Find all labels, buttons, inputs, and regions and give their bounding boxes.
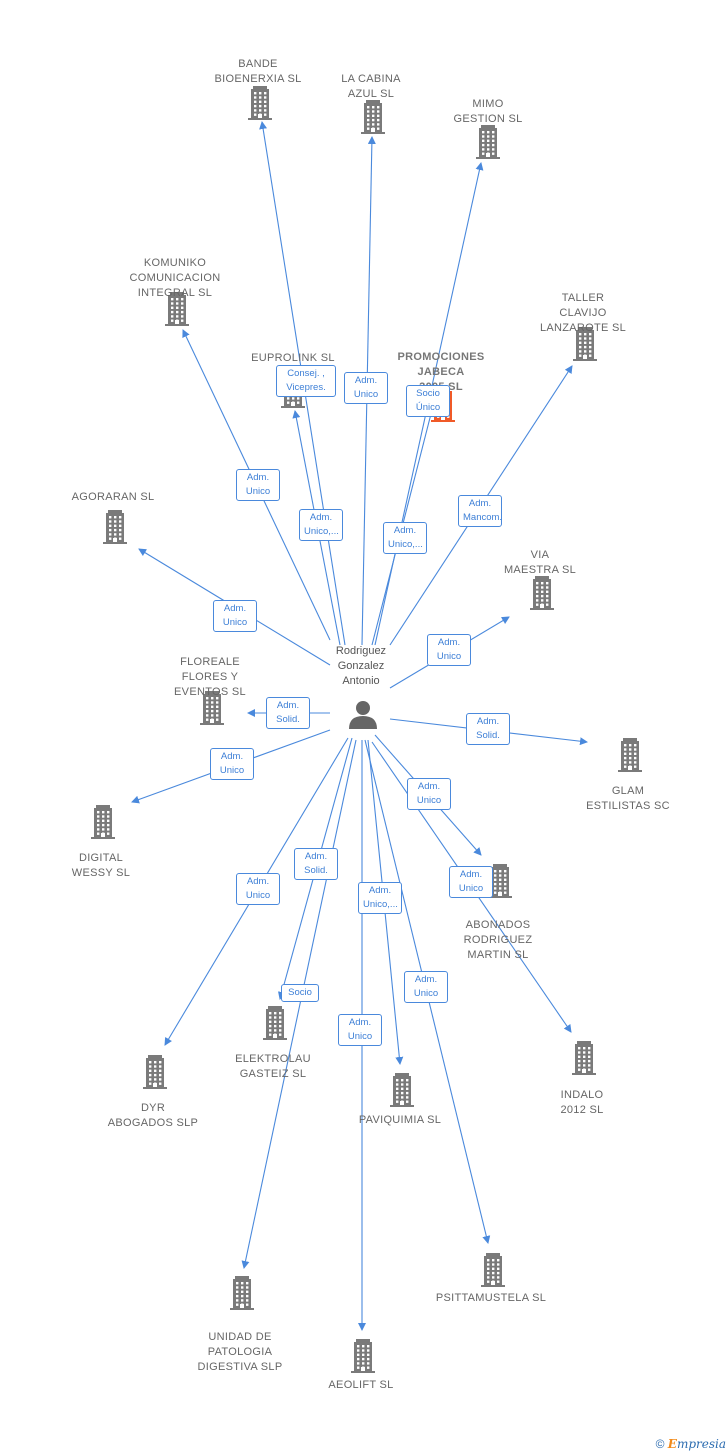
edge-unidad xyxy=(241,739,357,1269)
company-label-bande[interactable]: BANDE BIOENERXIA SL xyxy=(214,58,302,85)
company-label-indalo[interactable]: INDALO 2012 SL xyxy=(560,1089,604,1116)
copyright-symbol: © xyxy=(655,1437,665,1451)
person-icon[interactable] xyxy=(349,701,377,729)
building-icon-floreale[interactable] xyxy=(200,691,224,725)
relation-label-dyr[interactable]: Adm. Unico xyxy=(236,873,280,905)
company-label-eurolink[interactable]: EUPROLINK SL xyxy=(251,352,335,364)
relation-label-abonados[interactable]: Adm. Unico xyxy=(407,778,451,810)
relation-label-agoraran[interactable]: Adm. Unico xyxy=(213,600,257,632)
relation-label-mimo[interactable]: Socio Único xyxy=(406,385,450,417)
company-label-mimo[interactable]: MIMO GESTION SL xyxy=(453,98,523,125)
building-icon-dyr[interactable] xyxy=(143,1055,167,1089)
person-head xyxy=(356,701,370,715)
relation-label-indalo[interactable]: Adm. Unico xyxy=(449,866,493,898)
person-body xyxy=(349,716,377,729)
building-icon-indalo[interactable] xyxy=(572,1041,596,1075)
building-icon-aeolift[interactable] xyxy=(351,1339,375,1373)
company-label-via[interactable]: VIA MAESTRA SL xyxy=(503,549,577,576)
building-icon-abonados[interactable] xyxy=(488,864,512,898)
company-label-elektrolau[interactable]: ELEKTROLAU GASTEIZ SL xyxy=(235,1053,311,1080)
building-icon-psittamustela[interactable] xyxy=(481,1253,505,1287)
relation-label-glam[interactable]: Adm. Solid. xyxy=(466,713,510,745)
relation-label-floreale[interactable]: Adm. Solid. xyxy=(266,697,310,729)
building-icon-agoraran[interactable] xyxy=(103,510,127,544)
building-icon-bande[interactable] xyxy=(248,86,272,120)
company-label-paviquimia[interactable]: PAVIQUIMIA SL xyxy=(358,1114,442,1126)
company-label-agoraran[interactable]: AGORARAN SL xyxy=(71,491,155,503)
company-label-digital[interactable]: DIGITAL WESSY SL xyxy=(71,852,131,879)
company-label-jabeca[interactable]: PROMOCIONES JABECA 2005 SL xyxy=(397,351,485,393)
relation-label-psittamustela[interactable]: Adm. Unico xyxy=(404,971,448,1003)
relation-label-paviquimia[interactable]: Adm. Unico,... xyxy=(358,882,402,914)
company-label-taller[interactable]: TALLER CLAVIJO LANZAROTE SL xyxy=(539,292,627,334)
relation-label-aeolift[interactable]: Adm. Unico xyxy=(338,1014,382,1046)
relation-label-jabeca[interactable]: Adm. Unico,... xyxy=(383,522,427,554)
building-icon-komuniko[interactable] xyxy=(165,292,189,326)
person-name[interactable]: Rodriguez Gonzalez Antonio xyxy=(335,645,387,687)
relation-label-unidad[interactable]: Socio xyxy=(281,984,319,1002)
building-icon-mimo[interactable] xyxy=(476,125,500,159)
building-icon-glam[interactable] xyxy=(618,738,642,772)
relation-label-taller[interactable]: Adm. Mancom. xyxy=(458,495,502,527)
company-label-unidad[interactable]: UNIDAD DE PATOLOGIA DIGESTIVA SLP xyxy=(197,1331,283,1373)
building-icon-taller[interactable] xyxy=(573,327,597,361)
company-label-dyr[interactable]: DYR ABOGADOS SLP xyxy=(107,1102,199,1129)
company-label-glam[interactable]: GLAM ESTILISTAS SC xyxy=(586,785,670,812)
building-icon-elektrolau[interactable] xyxy=(263,1006,287,1040)
company-label-aeolift[interactable]: AEOLIFT SL xyxy=(328,1379,394,1391)
relation-label-elektrolau[interactable]: Adm. Solid. xyxy=(294,848,338,880)
company-label-psittamustela[interactable]: PSITTAMUSTELA SL xyxy=(435,1292,547,1304)
company-label-komuniko[interactable]: KOMUNIKO COMUNICACION INTEGRAL SL xyxy=(129,257,221,299)
company-label-floreale[interactable]: FLOREALE FLORES Y EVENTOS SL xyxy=(174,656,246,698)
building-icon-digital[interactable] xyxy=(91,805,115,839)
relation-label-cabina[interactable]: Adm. Unico xyxy=(344,372,388,404)
company-label-abonados[interactable]: ABONADOS RODRIGUEZ MARTIN SL xyxy=(463,919,533,961)
company-label-cabina[interactable]: LA CABINA AZUL SL xyxy=(341,73,401,100)
brand-logo[interactable]: Empresia xyxy=(667,1437,726,1451)
buildings-layer xyxy=(91,86,642,1373)
relation-label-komuniko[interactable]: Adm. Unico xyxy=(236,469,280,501)
footer: © Empresia xyxy=(656,1437,726,1451)
relation-label-digital[interactable]: Adm. Unico xyxy=(210,748,254,780)
building-icon-paviquimia[interactable] xyxy=(390,1073,414,1107)
relation-label-via[interactable]: Adm. Unico xyxy=(427,634,471,666)
building-icon-unidad[interactable] xyxy=(230,1276,254,1310)
building-icon-cabina[interactable] xyxy=(361,100,385,134)
relation-label-bande[interactable]: Consej. , Vicepres. xyxy=(276,365,336,397)
relation-label-eurolink[interactable]: Adm. Unico,... xyxy=(299,509,343,541)
building-icon-via[interactable] xyxy=(530,576,554,610)
